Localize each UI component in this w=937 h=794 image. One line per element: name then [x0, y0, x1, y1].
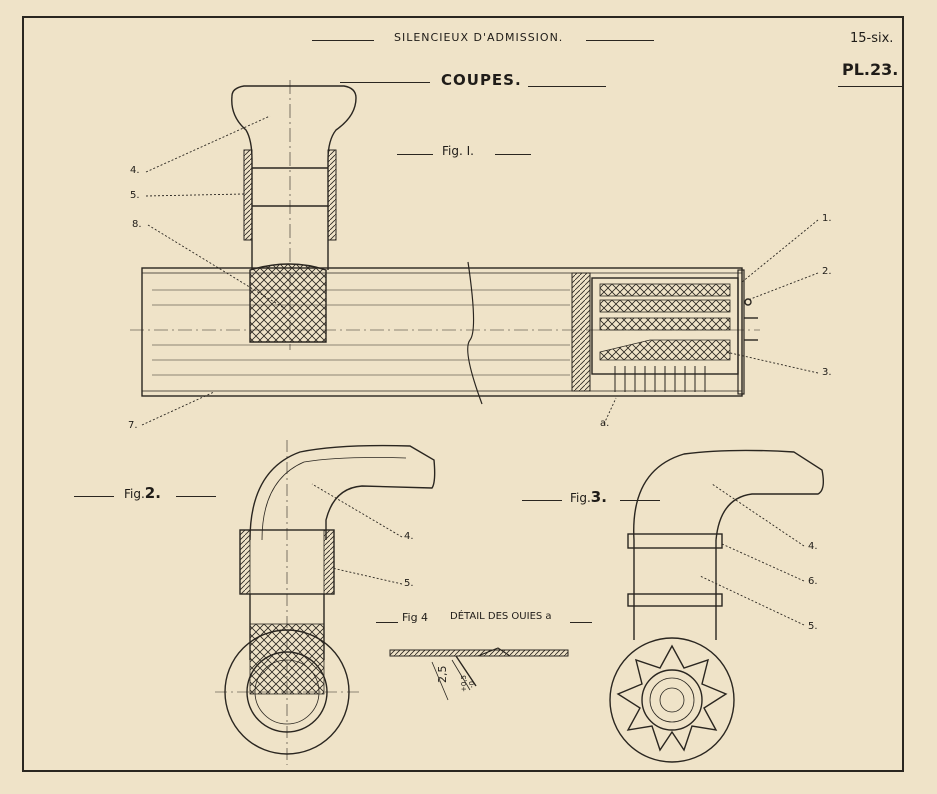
fig3-section: [609, 449, 825, 763]
fig1-main-tube: [141, 267, 743, 397]
fig1-label: Fig. I.: [442, 144, 474, 158]
fig1-callout-3: 3.: [822, 367, 832, 378]
fig3-rule-right: [620, 500, 660, 501]
plate-rule: [838, 86, 902, 87]
fig1-callout-2: 2.: [822, 266, 832, 277]
fig2-elbow: [249, 444, 436, 541]
fig1-rule-left: [397, 154, 433, 155]
fig1-section: [130, 80, 819, 426]
title-rule-right: [586, 40, 654, 41]
fig3-clamp-band: [627, 533, 723, 549]
sheet-ref: 15-six.: [850, 31, 894, 46]
fig3-callout-4: 4.: [808, 541, 818, 552]
fig4-rule-left: [376, 622, 398, 623]
fig2-rule-left: [74, 496, 114, 497]
fig2-rule-right: [176, 496, 216, 497]
fig3-num: 3.: [590, 488, 607, 506]
fig3-star-grille: [616, 644, 728, 752]
fig2-callout-5: 5.: [404, 578, 414, 589]
fig2-section: [215, 440, 436, 765]
fig1-callout-5: 5.: [130, 190, 140, 201]
fig4-caption: DÉTAIL DES OUIES a: [450, 611, 552, 622]
fig1-callout-8: 8.: [132, 219, 142, 230]
fig4-detail: [389, 647, 569, 701]
fig1-callout-7: 7.: [128, 420, 138, 431]
sheet-subtitle: COUPES.: [441, 71, 522, 89]
sheet-frame: [22, 16, 904, 772]
title-rule-left: [312, 40, 374, 41]
fig3-prefix: Fig.: [570, 491, 591, 505]
subtitle-rule-left: [340, 82, 430, 83]
fig3-callout-5: 5.: [808, 621, 818, 632]
fig3-callout-6: 6.: [808, 576, 818, 587]
fig2-num: 2.: [144, 484, 161, 502]
fig1-rule-right: [495, 154, 531, 155]
fig2-label: Fig.2.: [124, 484, 161, 502]
fig2-callout-4: 4.: [404, 531, 414, 542]
fig3-base-ring: [609, 637, 735, 763]
plate-number: PL.23.: [842, 60, 899, 79]
fig1-callout-4: 4.: [130, 165, 140, 176]
fig3-label: Fig.3.: [570, 488, 607, 506]
subtitle-rule-right: [528, 86, 606, 87]
sheet-title: SILENCIEUX D'ADMISSION.: [394, 31, 564, 44]
fig3-elbow: [633, 449, 825, 541]
fig3-rule-left: [522, 500, 562, 501]
fig2-prefix: Fig.: [124, 487, 145, 501]
fig4-label: Fig 4: [402, 611, 429, 624]
fig1-mesh-plug: [249, 263, 327, 343]
fig1-callout-1: 1.: [822, 213, 832, 224]
fig4-rule-right: [570, 622, 592, 623]
